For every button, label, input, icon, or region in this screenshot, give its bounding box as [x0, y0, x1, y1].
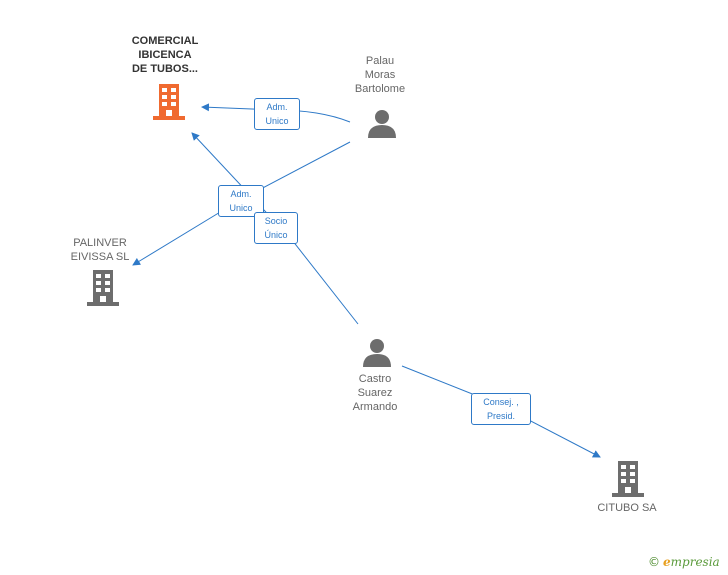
brand-initial: e: [663, 555, 671, 569]
edge-label-castro-comercial[interactable]: Socio Único: [254, 212, 298, 244]
copyright-symbol: ©: [648, 555, 660, 569]
brand-name: mpresia: [670, 555, 720, 569]
node-label-comercial[interactable]: COMERCIAL IBICENCA DE TUBOS...: [131, 35, 199, 75]
edge-label-palau-comercial[interactable]: Adm. Unico: [254, 98, 300, 130]
edge-label-palau-palinver[interactable]: Adm. Unico: [218, 185, 264, 217]
node-label-citubo[interactable]: CITUBO SA: [597, 502, 657, 514]
person-icon[interactable]: [362, 337, 392, 367]
node-label-castro[interactable]: Castro Suarez Armando: [352, 373, 398, 413]
person-icon[interactable]: [367, 108, 397, 138]
empresia-logo: ©empresia: [648, 555, 720, 569]
building-icon[interactable]: [612, 461, 644, 497]
node-label-palau[interactable]: Palau Moras Bartolome: [354, 55, 406, 95]
building-icon[interactable]: [153, 84, 185, 120]
building-icon[interactable]: [87, 270, 119, 306]
edge-label-castro-citubo[interactable]: Consej. , Presid.: [471, 393, 531, 425]
node-label-palinver[interactable]: PALINVER EIVISSA SL: [70, 237, 130, 263]
